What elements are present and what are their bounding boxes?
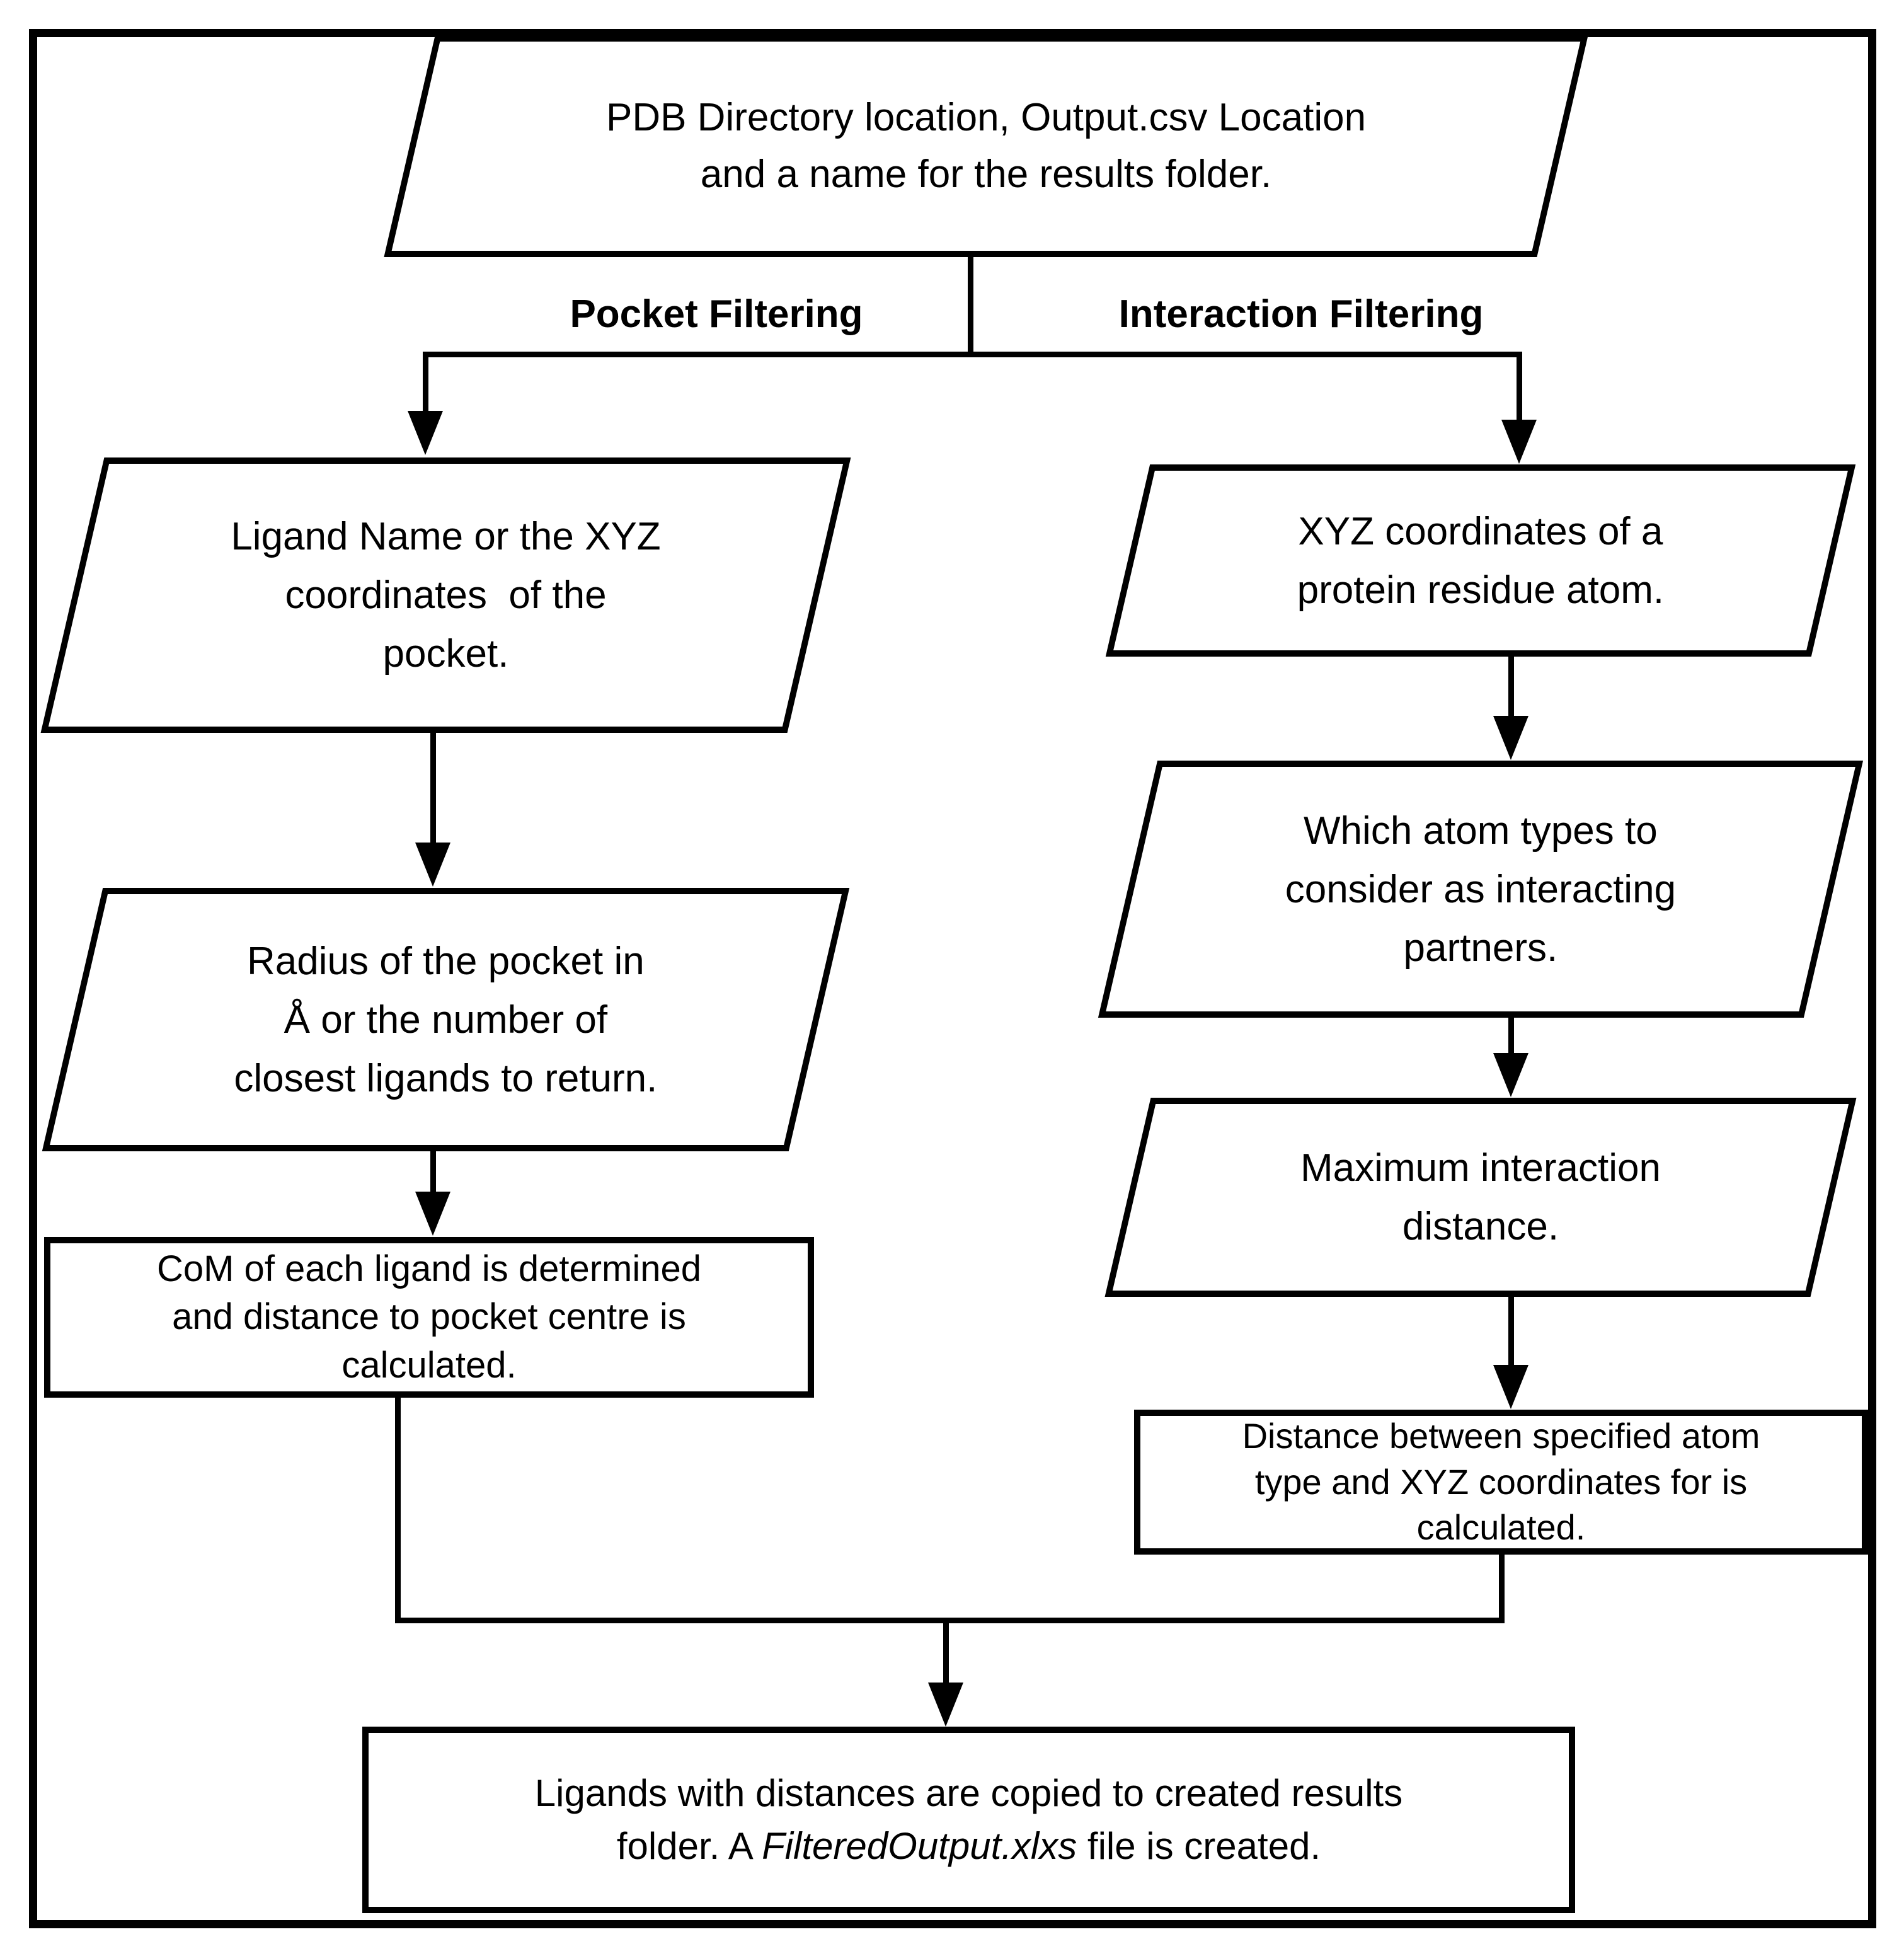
io-parallelogram-top-input-label: PDB Directory location, Output.csv Locat… — [605, 96, 1367, 196]
connector-interaction-1-vertical — [1508, 657, 1514, 716]
process-rect-com-distance: CoM of each ligand is determined and dis… — [44, 1237, 814, 1398]
branch-label-pocket-filtering: Pocket Filtering — [570, 292, 863, 336]
io-parallelogram-pocket-radius-label: Radius of the pocket in Å or the number … — [234, 939, 658, 1100]
connector-interaction-3-vertical — [1508, 1297, 1514, 1366]
connector-right-merge-vertical — [1499, 1555, 1505, 1623]
connector-interaction-2-vertical — [1508, 1018, 1514, 1054]
connector-pocket-2-vertical — [430, 1151, 436, 1193]
io-parallelogram-atom-types: Which atom types to consider as interact… — [1098, 761, 1864, 1018]
io-parallelogram-max-distance: Maximum interaction distance. — [1104, 1098, 1857, 1297]
result-text-after: file is created. — [1077, 1825, 1321, 1867]
io-parallelogram-max-distance-label: Maximum interaction distance. — [1300, 1146, 1661, 1248]
io-parallelogram-xyz-residue-label: XYZ coordinates of a protein residue ato… — [1297, 509, 1665, 612]
process-rect-result-output: Ligands with distances are copied to cre… — [362, 1727, 1575, 1913]
result-filename-italic: FilteredOutput.xlxs — [762, 1825, 1077, 1867]
connector-pocket-1-vertical — [430, 733, 436, 844]
arrow-down-icon — [1493, 716, 1528, 760]
arrow-down-icon — [928, 1683, 963, 1727]
connector-left-merge-vertical — [395, 1398, 401, 1623]
connector-merge-horizontal — [395, 1618, 1505, 1623]
io-parallelogram-pocket-radius: Radius of the pocket in Å or the number … — [42, 888, 850, 1151]
result-text-before: Ligands with distances are copied to cre… — [534, 1772, 1403, 1867]
io-parallelogram-ligand-name: Ligand Name or the XYZ coordinates of th… — [40, 457, 851, 733]
diagram-border-frame — [29, 29, 1876, 1928]
connector-top-vertical — [968, 255, 973, 354]
arrow-down-icon — [415, 843, 450, 887]
io-parallelogram-xyz-residue: XYZ coordinates of a protein residue ato… — [1105, 464, 1856, 657]
process-rect-com-distance-label: CoM of each ligand is determined and dis… — [156, 1248, 702, 1386]
io-parallelogram-ligand-name-label: Ligand Name or the XYZ coordinates of th… — [231, 515, 661, 676]
connector-branch-horizontal — [423, 352, 1522, 357]
connector-left-branch-vertical — [423, 352, 428, 412]
arrow-down-icon — [408, 411, 443, 455]
connector-right-branch-vertical — [1517, 352, 1522, 421]
arrow-down-icon — [1493, 1053, 1528, 1097]
io-parallelogram-top-input: PDB Directory location, Output.csv Locat… — [384, 35, 1588, 257]
process-rect-atom-distance: Distance between specified atom type and… — [1134, 1410, 1868, 1555]
arrow-down-icon — [1501, 420, 1537, 464]
connector-merge-vertical — [943, 1623, 949, 1684]
arrow-down-icon — [415, 1192, 450, 1236]
branch-label-interaction-filtering: Interaction Filtering — [1118, 292, 1484, 336]
io-parallelogram-atom-types-label: Which atom types to consider as interact… — [1285, 808, 1677, 970]
arrow-down-icon — [1493, 1365, 1528, 1409]
process-rect-result-output-label: Ligands with distances are copied to cre… — [369, 1767, 1569, 1873]
process-rect-atom-distance-label: Distance between specified atom type and… — [1242, 1415, 1760, 1548]
